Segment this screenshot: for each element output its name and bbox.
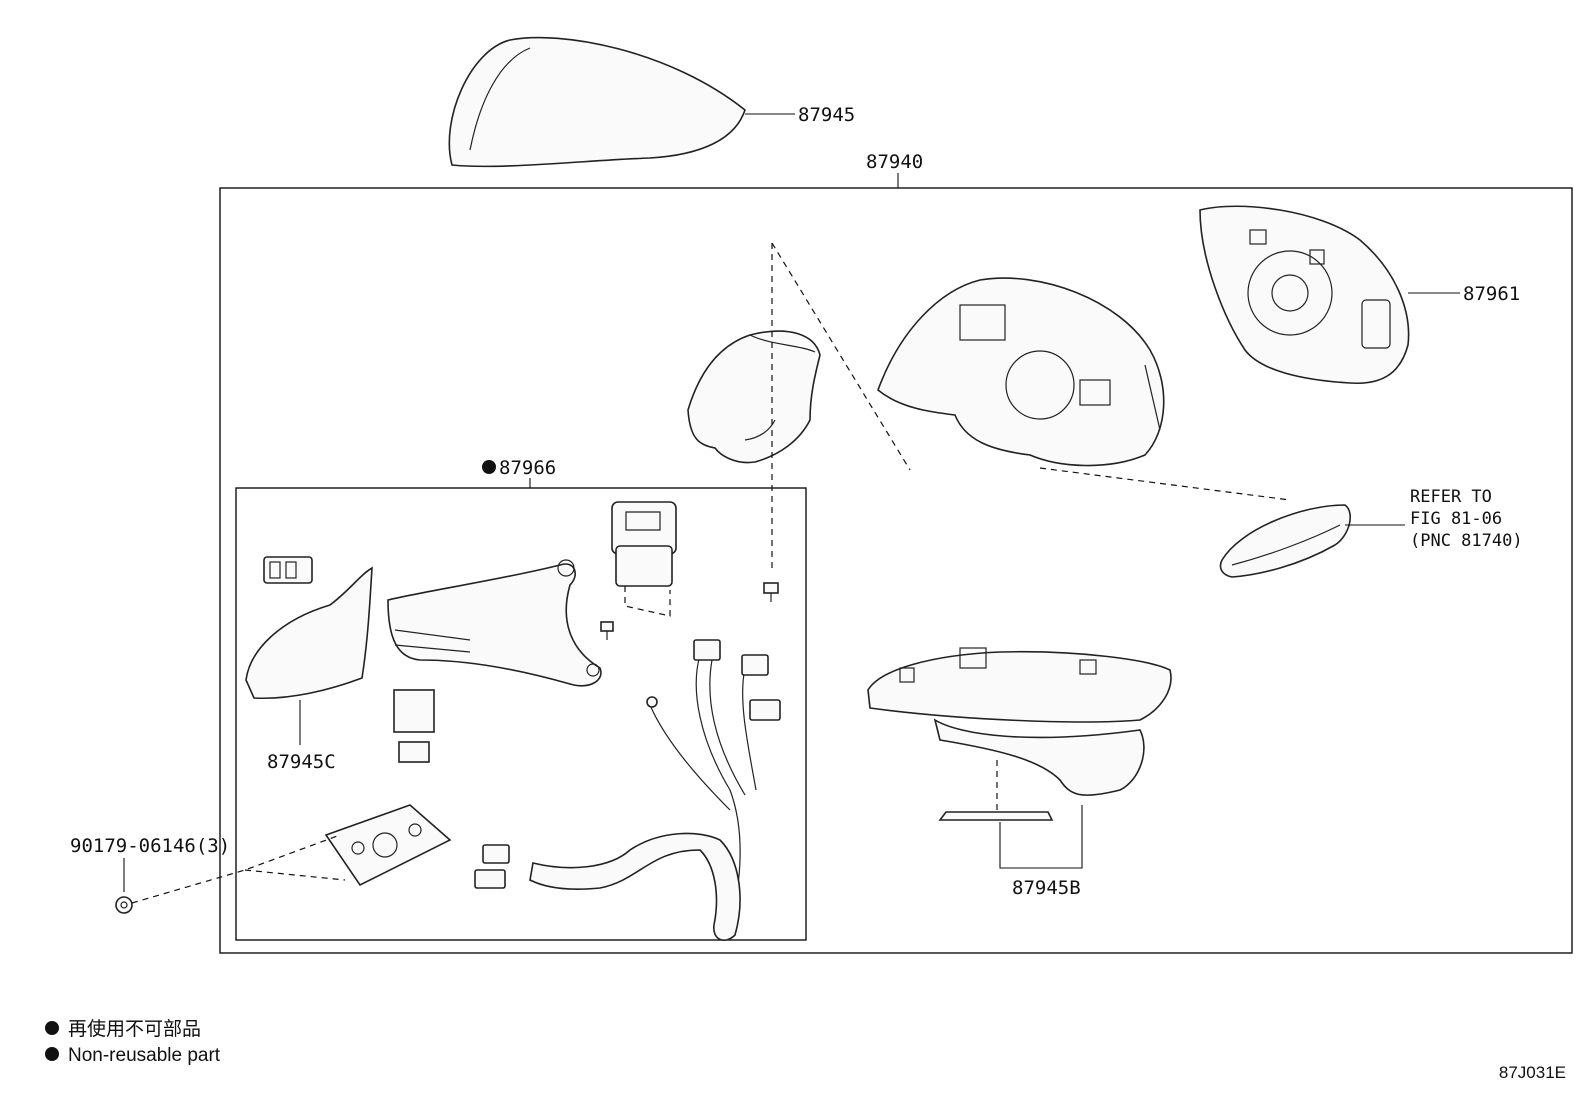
lower-gasket-part[interactable]: [938, 811, 1054, 821]
switch-base-part[interactable]: [324, 804, 452, 887]
callout-90179: 90179-06146(3): [70, 835, 230, 857]
refer-line-1: REFER TO: [1410, 487, 1492, 507]
gasket-pads-part[interactable]: [393, 689, 435, 763]
callout-87966: 87966: [499, 457, 556, 479]
sub-assembly-frame: [235, 487, 807, 941]
legend-bullet-en: [45, 1047, 59, 1061]
mirror-glass-part[interactable]: [1199, 205, 1410, 385]
callout-87945c: 87945C: [267, 751, 336, 773]
inner-cover-part[interactable]: [245, 566, 373, 700]
non-reusable-bullet-87966: [482, 460, 496, 474]
turn-signal-lens-part[interactable]: [1219, 504, 1351, 578]
mirror-cover-part[interactable]: [448, 36, 746, 168]
legend-text-jp: 再使用不可部品: [68, 1018, 201, 1040]
screw-motor-part[interactable]: [600, 621, 614, 640]
guide-line-screw-b: [244, 869, 346, 881]
callout-87961: 87961: [1463, 283, 1520, 305]
guide-line-c: [1039, 467, 1291, 501]
actuator-bracket-part[interactable]: [387, 559, 602, 687]
guide-line-a: [771, 242, 911, 471]
legend-bullet-jp: [45, 1021, 59, 1035]
wire-harness-part[interactable]: [474, 639, 781, 941]
callout-87945b: 87945B: [1012, 877, 1081, 899]
refer-line-3: (PNC 81740): [1410, 531, 1523, 551]
callout-87940: 87940: [866, 151, 923, 173]
housing-arm-part[interactable]: [687, 330, 821, 464]
screw-center-part[interactable]: [763, 582, 779, 602]
figure-code: 87J031E: [1499, 1063, 1566, 1082]
leader-87945b: [999, 805, 1083, 869]
legend-text-en: Non-reusable part: [68, 1045, 221, 1066]
assembly-frame: [219, 187, 1573, 954]
mirror-housing-part[interactable]: [877, 277, 1165, 467]
connector-block-part[interactable]: [263, 556, 313, 584]
lower-housing-part[interactable]: [867, 647, 1172, 796]
guide-line-motor: [624, 586, 671, 617]
screw-side-part[interactable]: [115, 896, 133, 914]
refer-line-2: FIG 81-06: [1410, 509, 1502, 529]
actuator-motor-part[interactable]: [611, 501, 677, 587]
callout-87945: 87945: [798, 104, 855, 126]
